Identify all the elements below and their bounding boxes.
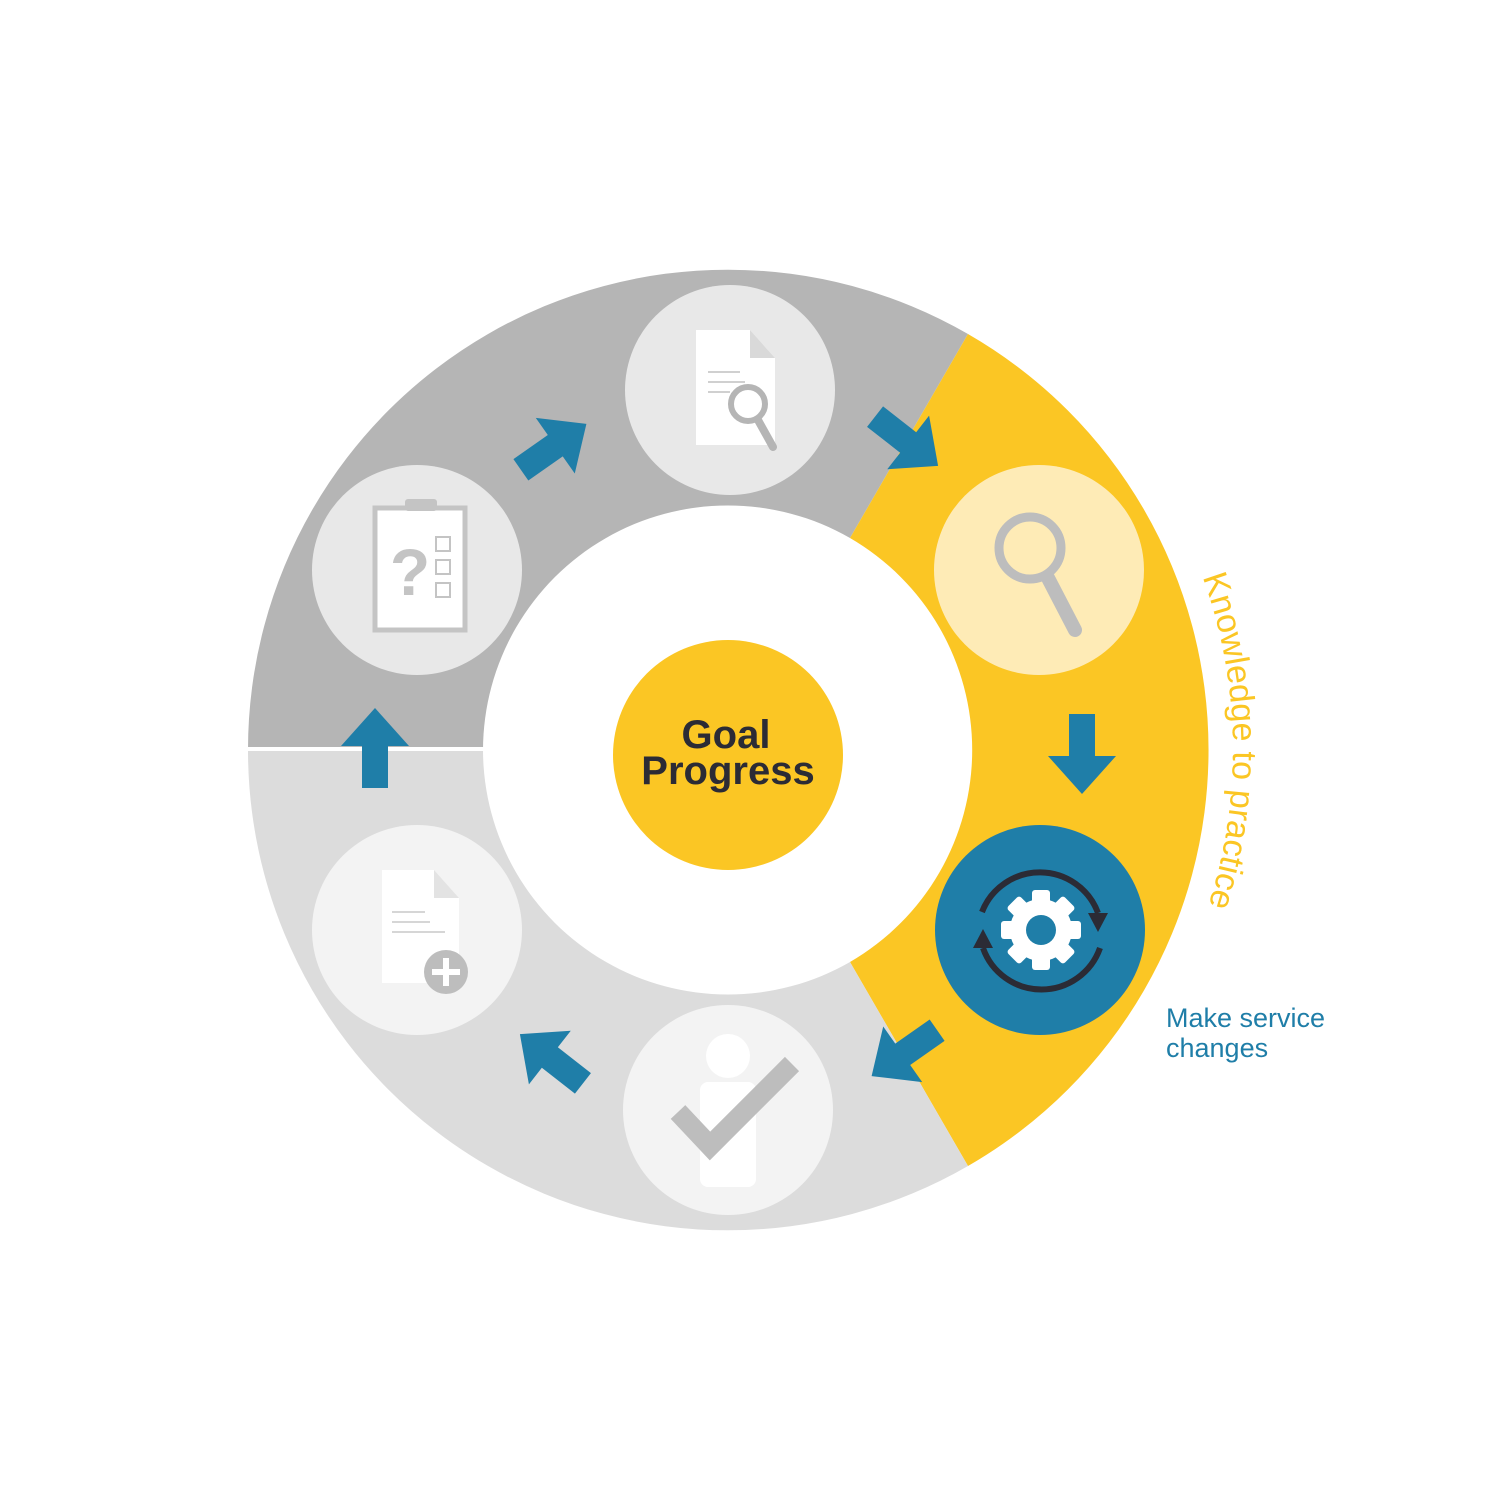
step-person-check[interactable] <box>623 1005 833 1215</box>
goal-progress-hub: Goal Progress <box>613 640 843 870</box>
clipboard-question-icon: ? <box>372 499 468 633</box>
document-search-icon <box>696 330 777 451</box>
center-title-line2: Progress <box>641 749 814 793</box>
step-document-add[interactable] <box>312 825 522 1035</box>
step-clipboard[interactable]: ? <box>312 465 522 675</box>
make-service-changes-line1: Make service <box>1166 1003 1325 1033</box>
step-make-service-changes[interactable] <box>935 825 1145 1035</box>
step-document-search[interactable] <box>625 285 835 495</box>
magnifier-icon <box>994 512 1082 637</box>
center-title-line1: Goal <box>682 713 771 757</box>
document-add-icon <box>382 870 468 994</box>
gear-cycle-icon <box>973 869 1108 993</box>
svg-text:?: ? <box>390 535 430 609</box>
person-check-icon <box>670 1034 800 1187</box>
step-magnifier[interactable] <box>934 465 1144 675</box>
make-service-changes-line2: changes <box>1166 1033 1268 1063</box>
